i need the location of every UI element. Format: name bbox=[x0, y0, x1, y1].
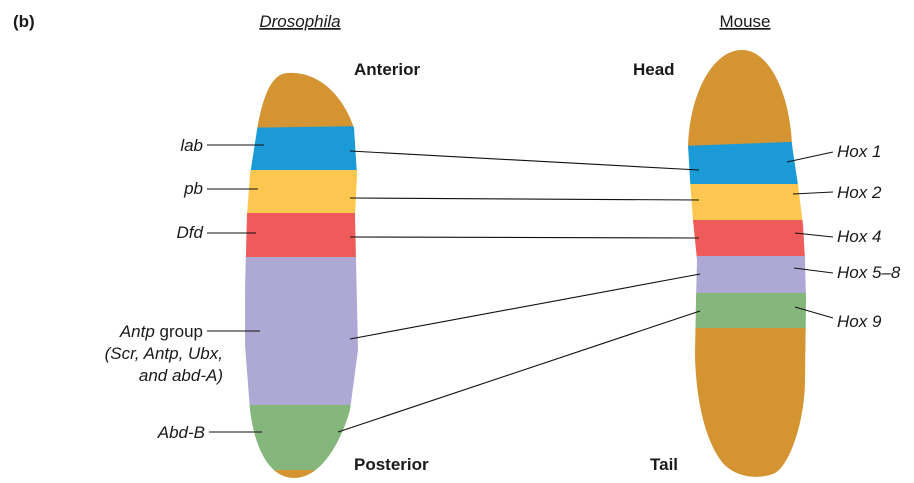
gene-label-antp: Antp group bbox=[119, 322, 203, 341]
drosophila-posterior-region bbox=[230, 470, 370, 483]
anterior-label: Anterior bbox=[354, 60, 421, 79]
leader-line-hox1 bbox=[787, 152, 833, 162]
mouse-hox5-8-band bbox=[680, 256, 820, 295]
homology-line-abdb-hox9 bbox=[338, 311, 700, 432]
drosophila-antp-band bbox=[230, 257, 370, 407]
mouse-tail-region bbox=[680, 328, 820, 483]
head-label: Head bbox=[633, 60, 675, 79]
tail-label: Tail bbox=[650, 455, 678, 474]
gene-label-dfd: Dfd bbox=[177, 223, 204, 242]
drosophila-abdb-band bbox=[230, 405, 370, 472]
homology-line-lab-hox1 bbox=[350, 151, 699, 170]
gene-label-hox2: Hox 2 bbox=[837, 183, 882, 202]
homology-line-dfd-hox4 bbox=[350, 237, 699, 238]
mouse-hox2-band bbox=[680, 184, 820, 222]
antp-suffix: group bbox=[155, 322, 203, 341]
gene-label-hox4: Hox 4 bbox=[837, 227, 881, 246]
mouse-embryo bbox=[680, 45, 820, 483]
drosophila-dfd-band bbox=[230, 213, 370, 259]
gene-label-abdb: Abd-B bbox=[157, 423, 205, 442]
antp-detail-line-2: and abd-A) bbox=[139, 366, 223, 385]
panel-label: (b) bbox=[13, 12, 35, 31]
drosophila-embryo bbox=[230, 60, 370, 483]
mouse-head-region bbox=[680, 45, 820, 148]
mouse-title: Mouse bbox=[719, 12, 770, 31]
mouse-hox1-band bbox=[680, 142, 820, 186]
posterior-label: Posterior bbox=[354, 455, 429, 474]
gene-label-hox5-8: Hox 5–8 bbox=[837, 263, 901, 282]
drosophila-lab-band bbox=[230, 126, 370, 172]
mouse-hox9-band bbox=[680, 293, 820, 330]
homology-line-pb-hox2 bbox=[350, 198, 699, 200]
drosophila-anterior-region bbox=[230, 60, 370, 132]
antp-name: Antp bbox=[119, 322, 155, 341]
gene-label-lab: lab bbox=[180, 136, 203, 155]
gene-label-hox1: Hox 1 bbox=[837, 142, 881, 161]
gene-label-pb: pb bbox=[183, 179, 203, 198]
antp-detail-line-1: (Scr, Antp, Ubx, bbox=[105, 344, 223, 363]
homology-line-antp-hox5-8 bbox=[350, 274, 700, 339]
gene-label-hox9: Hox 9 bbox=[837, 312, 882, 331]
mouse-hox4-band bbox=[680, 220, 820, 258]
drosophila-pb-band bbox=[230, 170, 370, 215]
drosophila-title: Drosophila bbox=[259, 12, 340, 31]
